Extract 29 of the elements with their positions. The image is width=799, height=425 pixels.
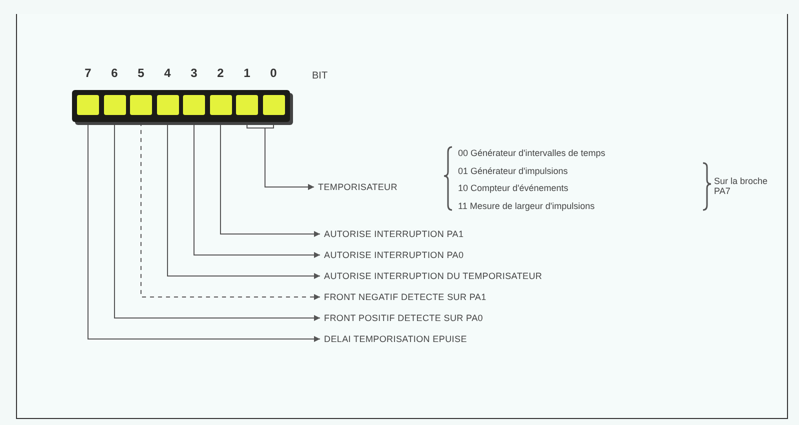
bit-cell [130, 95, 152, 115]
bit-number: 0 [269, 66, 278, 80]
bit-number: 3 [190, 66, 198, 80]
axis-caption: BIT [312, 70, 328, 82]
bit-cell [156, 95, 178, 115]
bit-description: FRONT POSITIF DETECTE SUR PA0 [324, 313, 483, 323]
bit-number: 6 [110, 66, 119, 80]
bit-description: AUTORISE INTERRUPTION DU TEMPORISATEUR [324, 271, 542, 281]
bit-number: 1 [242, 66, 252, 80]
bit-description: DELAI TEMPORISATION EPUISE [324, 334, 467, 344]
bit-cell [210, 95, 232, 115]
bit-cell [104, 95, 126, 115]
bit-cell [236, 95, 258, 115]
mode-option: 11 Mesure de largeur d'impulsions [458, 200, 595, 210]
bit-cell [183, 95, 205, 115]
bit-description: TEMPORISATEUR [318, 182, 398, 192]
bit-description: AUTORISE INTERRUPTION PA0 [324, 250, 464, 260]
bit-cell [262, 95, 284, 115]
bit-cell [77, 95, 99, 115]
mode-option: 00 Générateur d'intervalles de temps [458, 148, 606, 158]
bit-number: 4 [163, 66, 172, 80]
bit-number: 5 [136, 66, 146, 80]
bit-number: 7 [84, 66, 92, 80]
bit-description: FRONT NEGATIF DETECTE SUR PA1 [324, 292, 486, 302]
mode-option: 10 Compteur d'événements [458, 183, 568, 193]
bit-number: 2 [216, 66, 225, 80]
mode-option: 01 Générateur d'impulsions [458, 166, 568, 176]
pin-note: Sur la broche PA7 [714, 176, 769, 196]
bit-description: AUTORISE INTERRUPTION PA1 [324, 229, 464, 239]
